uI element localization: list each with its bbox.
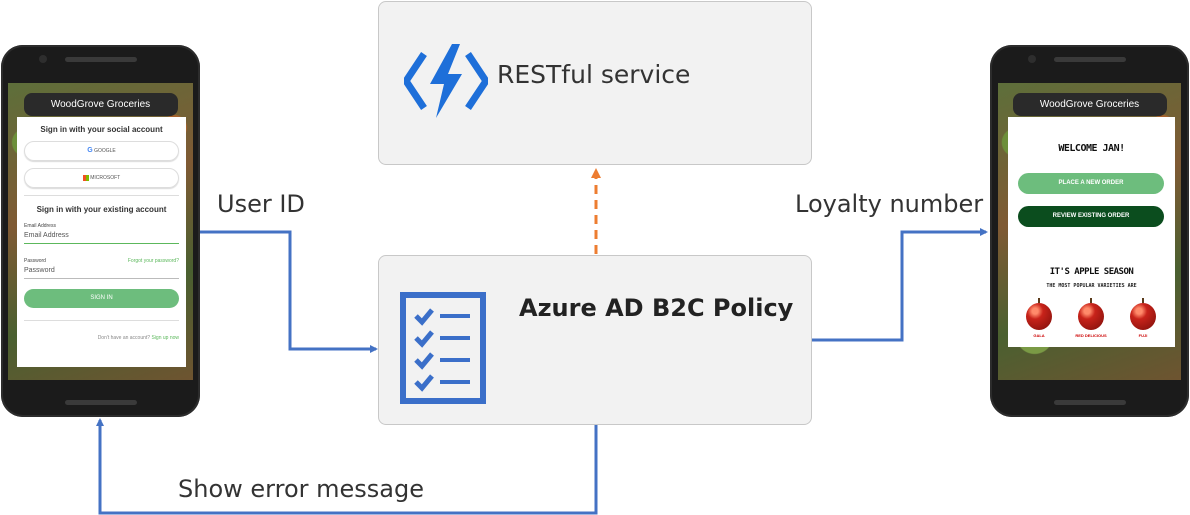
sign-up-link[interactable]: Sign up now (151, 335, 179, 341)
forgot-password-link[interactable]: Forgot your password? (127, 258, 179, 264)
apple-stem (1038, 298, 1040, 303)
email-underline (24, 243, 179, 244)
phone-welcome: WoodGrove Groceries WELCOME JAN! PLACE A… (990, 45, 1189, 417)
microsoft-button[interactable]: MICROSOFT (24, 168, 179, 188)
password-label: Password (24, 258, 46, 264)
checklist-icon (400, 292, 486, 404)
welcome-heading: WELCOME JAN! (1058, 143, 1125, 154)
apple-season-subtitle: THE MOST POPULAR VARIETIES ARE (1046, 283, 1137, 289)
phone-screen: WoodGrove Groceries Sign in with your so… (8, 83, 193, 380)
apple-red-delicious-image (1078, 303, 1104, 330)
welcome-card: WELCOME JAN! PLACE A NEW ORDER REVIEW EX… (1008, 117, 1175, 347)
arrow-user-id (200, 230, 378, 353)
microsoft-label: MICROSOFT (90, 175, 121, 181)
divider (24, 320, 179, 321)
google-button[interactable]: G GOOGLE (24, 141, 179, 161)
policy-box (378, 255, 812, 425)
apple-stem (1090, 298, 1092, 303)
password-underline (24, 278, 179, 279)
app-title: WoodGrove Groceries (23, 93, 178, 116)
sign-in-card: Sign in with your social account G GOOGL… (17, 117, 186, 367)
password-field[interactable]: Password (24, 267, 55, 274)
microsoft-icon (82, 174, 89, 181)
google-label: GOOGLE (94, 148, 116, 154)
user-id-label: User ID (217, 190, 305, 218)
place-order-button[interactable]: PLACE A NEW ORDER (1018, 173, 1164, 194)
phone-sign-in: WoodGrove Groceries Sign in with your so… (1, 45, 200, 417)
apple-label: FUJI (1138, 333, 1148, 338)
loyalty-number-label: Loyalty number (795, 190, 984, 218)
apple-gala-image (1026, 303, 1052, 330)
phone-camera (1028, 55, 1036, 63)
phone-speaker (1053, 400, 1126, 405)
arrow-error (96, 418, 598, 515)
apple-label: RED DELICIOUS (1075, 333, 1107, 338)
divider (24, 195, 179, 196)
sign-up-prompt: Don't have an account? Sign up now (98, 335, 179, 341)
apple-fuji-image (1130, 303, 1156, 330)
app-title: WoodGrove Groceries (1012, 93, 1167, 116)
phone-screen: WoodGrove Groceries WELCOME JAN! PLACE A… (998, 83, 1181, 380)
social-heading: Sign in with your social account (40, 125, 163, 134)
apple-stem (1142, 298, 1144, 303)
apple-season-title: IT'S APPLE SEASON (1049, 267, 1134, 277)
google-icon: G (87, 147, 93, 154)
show-error-label: Show error message (178, 475, 424, 503)
arrow-loyalty (812, 228, 988, 342)
email-label: Email Address (24, 223, 56, 229)
phone-speaker (64, 400, 137, 405)
email-field[interactable]: Email Address (24, 232, 69, 239)
apple-label: GALA (1033, 333, 1045, 338)
sign-in-button[interactable]: SIGN IN (24, 289, 179, 308)
review-order-button[interactable]: REVIEW EXISTING ORDER (1018, 206, 1164, 227)
phone-speaker (64, 57, 137, 62)
phone-speaker (1053, 57, 1126, 62)
existing-heading: Sign in with your existing account (36, 205, 167, 214)
no-account-text: Don't have an account? (97, 335, 151, 341)
policy-label: Azure AD B2C Policy (519, 294, 794, 322)
phone-camera (39, 55, 47, 63)
azure-function-icon (404, 44, 488, 118)
rest-service-label: RESTful service (497, 60, 691, 89)
